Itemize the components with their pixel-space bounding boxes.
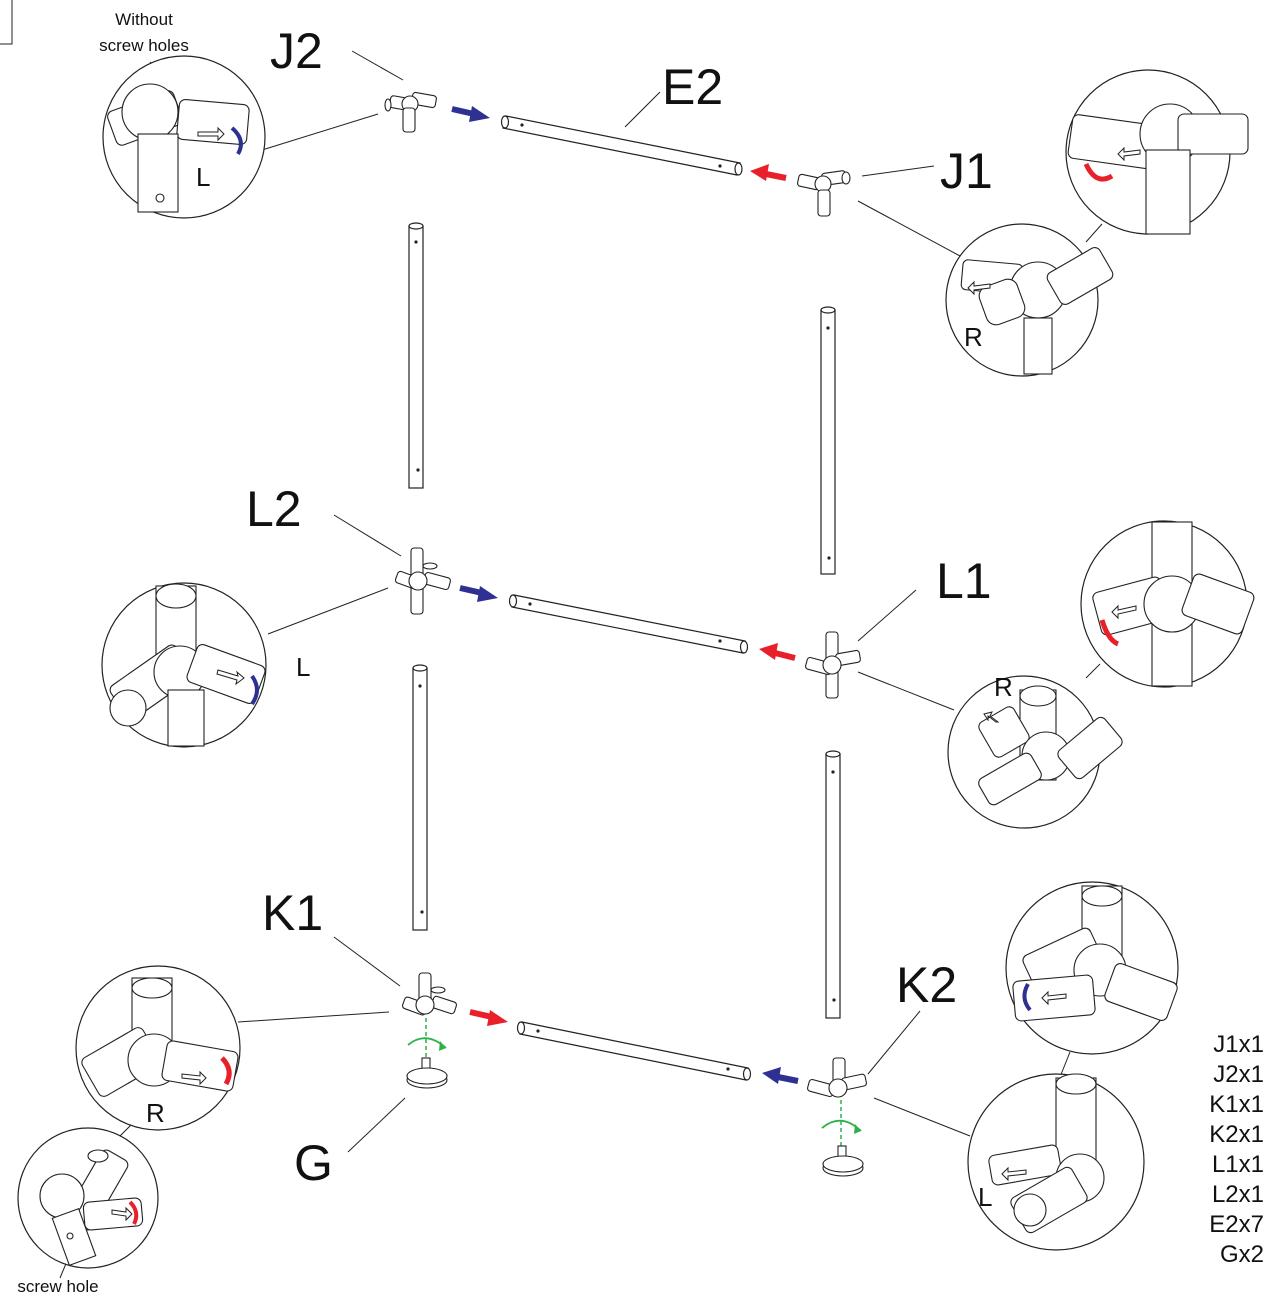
frame-corner [0, 0, 13, 45]
tube-left-lower [412, 664, 428, 931]
parts-list-item: J1x1 [1213, 1031, 1264, 1058]
parts-list-item: J2x1 [1213, 1061, 1264, 1088]
detail-circle-k1-screw-hole [17, 1127, 159, 1269]
connector-k2 [807, 1057, 867, 1098]
note-without-line2: screw holes [99, 36, 189, 55]
label-j2: J2 [270, 23, 323, 79]
label-l1: L1 [936, 553, 992, 609]
parts-list-item: L2x1 [1212, 1181, 1264, 1208]
connector-l2 [394, 547, 451, 615]
label-k2: K2 [896, 957, 957, 1013]
detail-circle-k1 [75, 965, 241, 1131]
detail-circle-j1-bottom [945, 223, 1114, 377]
label-e2: E2 [662, 59, 723, 115]
parts-list-item: L1x1 [1212, 1151, 1264, 1178]
connector-j2 [384, 91, 437, 133]
label-g: G [294, 1135, 333, 1191]
arrow-k1-red [469, 1009, 508, 1026]
tube-middle-horizontal [508, 594, 749, 654]
detail-letter-j2: L [196, 162, 210, 192]
detail-circle-j2 [102, 55, 266, 219]
parts-list-item: E2x7 [1209, 1211, 1264, 1238]
tube-right-upper [820, 306, 836, 575]
parts-list-item: K1x1 [1209, 1091, 1264, 1118]
detail-circle-l1-top [1080, 520, 1255, 688]
detail-circle-l2 [101, 582, 267, 748]
tube-top-horizontal [500, 115, 743, 176]
connector-j1 [797, 170, 851, 217]
tube-bottom-horizontal [516, 1021, 752, 1081]
label-j1: J1 [940, 143, 993, 199]
detail-circle-l1-bottom [947, 675, 1123, 829]
parts-list-item: K2x1 [1209, 1121, 1264, 1148]
detail-letter-k1: R [146, 1098, 165, 1128]
tube-right-lower [825, 750, 841, 1019]
detail-letter-j1: R [964, 322, 983, 352]
tube-left-upper [408, 222, 424, 489]
label-l2: L2 [246, 481, 302, 537]
arrow-k2-blue [762, 1067, 799, 1084]
arrow-j1-red [750, 164, 787, 181]
note-without-line1: Without [115, 10, 173, 29]
foot-left [406, 1018, 448, 1089]
detail-circle-k2-bottom [967, 1073, 1145, 1251]
detail-letter-l2: L [296, 652, 310, 682]
connector-k1 [401, 972, 458, 1016]
leader-lines [59, 50, 1103, 1279]
arrow-j2-blue [451, 106, 490, 122]
label-k1: K1 [262, 885, 323, 941]
arrow-l2-blue [459, 585, 498, 602]
connector-l1 [805, 631, 861, 699]
detail-circle-k2-top [1005, 881, 1179, 1055]
detail-letter-l1: R [994, 672, 1013, 702]
parts-list: J1x1 J2x1 K1x1 K2x1 L1x1 L2x1 E2x7 Gx2 [1209, 1031, 1264, 1268]
detail-letter-k2: L [978, 1182, 992, 1212]
arrow-l1-red [759, 643, 796, 661]
parts-list-item: Gx2 [1220, 1241, 1264, 1268]
detail-circle-j1-top [1065, 69, 1249, 235]
foot-right [821, 1100, 864, 1177]
note-screw-hole: screw hole [17, 1277, 98, 1296]
